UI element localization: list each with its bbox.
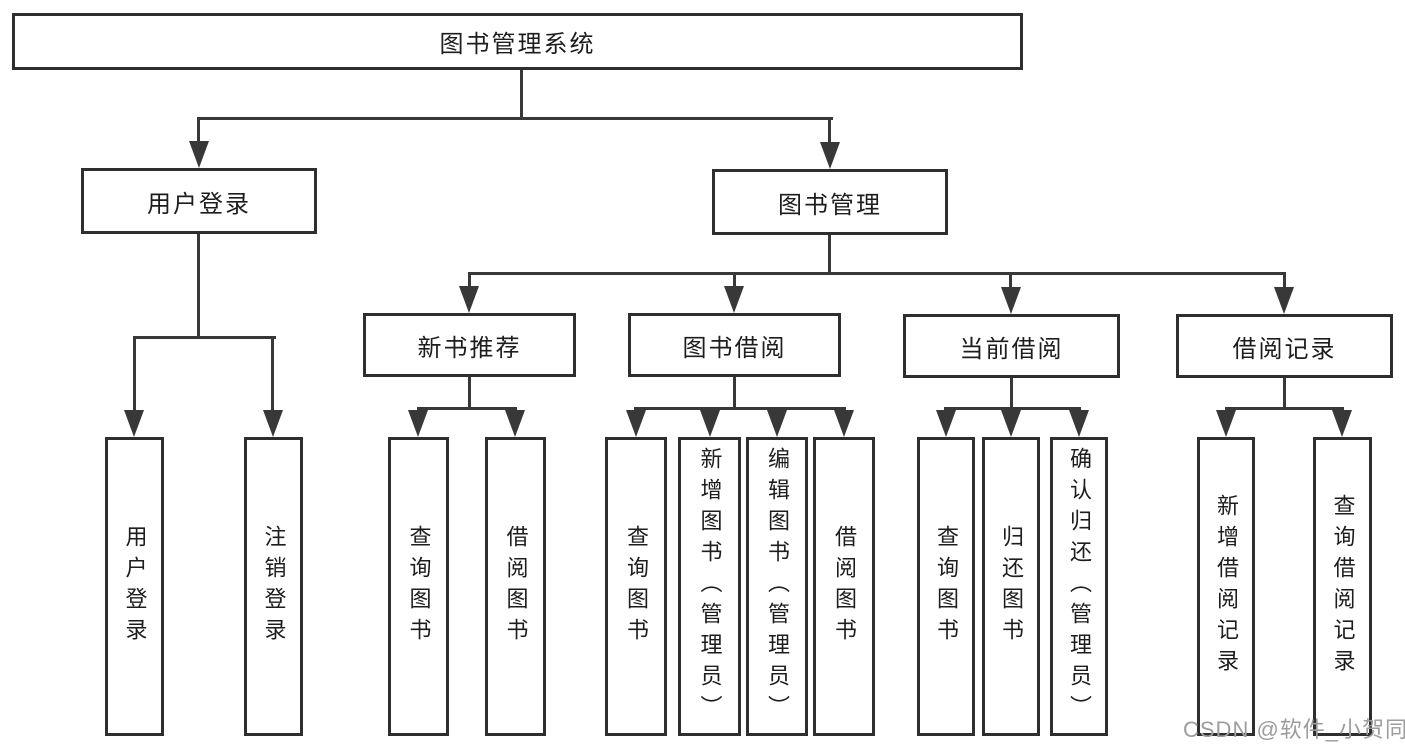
connector-level3-rail [468,272,1286,275]
connector-current-borrow-stem [1010,377,1013,410]
connector-user-login-stem [197,232,200,339]
connector-stem [468,272,471,289]
connector-root-stem [520,69,523,119]
arrow-down-icon [1069,410,1089,437]
connector-book-borrow-stem [733,376,736,410]
connector-stem [733,272,736,289]
node-label: 借阅记录 [1232,335,1337,363]
node-label: 查询图书 [624,524,649,649]
connector-book-mgmt-stem [828,234,831,275]
connector-level2-rail [197,117,833,120]
arrow-down-icon [834,410,854,437]
arrow-down-icon [263,410,283,437]
leaf-add-borrow-record: 新增借阅记录 [1197,437,1255,736]
arrow-down-icon [1216,410,1236,437]
connector-current-borrow-rail [944,407,1081,410]
node-label: 注销登录 [261,524,287,649]
node-label: 新书推荐 [417,334,522,362]
arrow-down-icon [408,410,428,437]
arrow-down-icon [820,142,840,169]
node-current-borrow: 当前借阅 [903,314,1120,378]
node-label: 查询图书 [406,524,432,649]
connector-book-borrow-rail [634,407,846,410]
node-new-book-recommend: 新书推荐 [363,313,576,377]
node-label: 查询借阅记录 [1330,493,1356,680]
arrow-down-icon [459,286,479,313]
node-label: 确认归还（管理员） [1067,447,1092,726]
leaf-edit-book-admin: 编辑图书（管理员） [746,437,808,736]
node-book-borrow: 图书借阅 [628,313,841,377]
arrow-down-icon [189,141,209,168]
arrow-down-icon [700,410,720,437]
arrow-down-icon [1001,287,1021,314]
node-label: 借阅图书 [503,524,529,649]
leaf-add-book-admin: 新增图书（管理员） [678,437,741,736]
arrow-down-icon [1001,410,1021,437]
connector-stem [828,117,831,144]
connector-borrow-records-rail [1225,407,1344,410]
node-label: 图书借阅 [682,334,787,362]
leaf-query-books: 查询图书 [605,437,667,736]
leaf-query-books: 查询图书 [917,437,975,736]
node-label: 图书管理系统 [439,31,596,58]
node-label: 用户登录 [122,524,148,649]
arrow-down-icon [124,410,144,437]
node-label: 新增图书（管理员） [697,447,723,726]
connector-borrow-records-stem [1283,377,1286,410]
connector-stem [197,117,200,144]
node-root-system: 图书管理系统 [12,13,1023,70]
connector-new-book-rail [417,407,517,410]
leaf-user-login: 用户登录 [105,437,164,736]
arrow-down-icon [505,410,525,437]
arrow-down-icon [936,410,956,437]
arrow-down-icon [1274,287,1294,314]
node-label: 归还图书 [999,524,1024,649]
arrow-down-icon [626,410,646,437]
node-label: 图书管理 [778,191,882,219]
node-book-management: 图书管理 [712,169,948,235]
csdn-watermark: CSDN @软件_小贺同学 [1183,717,1405,742]
arrow-down-icon [1332,410,1352,437]
node-label: 用户登录 [147,190,251,218]
node-label: 借阅图书 [832,524,857,649]
leaf-confirm-return-admin: 确认归还（管理员） [1050,437,1108,736]
node-user-login: 用户登录 [81,168,317,234]
connector-user-login-rail [133,336,276,339]
leaf-return-book: 归还图书 [982,437,1040,736]
node-label: 新增借阅记录 [1214,493,1239,680]
leaf-logout: 注销登录 [244,437,303,736]
node-label: 查询图书 [934,524,959,649]
arrow-down-icon [724,286,744,313]
node-borrow-records: 借阅记录 [1176,314,1393,378]
leaf-query-borrow-record: 查询借阅记录 [1313,437,1372,736]
leaf-borrow-books: 借阅图书 [485,437,546,736]
arrow-down-icon [767,410,787,437]
connector-stem [1009,272,1012,289]
leaf-query-books: 查询图书 [388,437,449,736]
node-label: 当前借阅 [959,335,1064,363]
node-label: 编辑图书（管理员） [765,447,790,726]
connector-stem [133,336,136,412]
connector-stem [1283,272,1286,289]
leaf-borrow-books: 借阅图书 [813,437,875,736]
connector-new-book-stem [468,376,471,410]
connector-stem [271,336,274,412]
